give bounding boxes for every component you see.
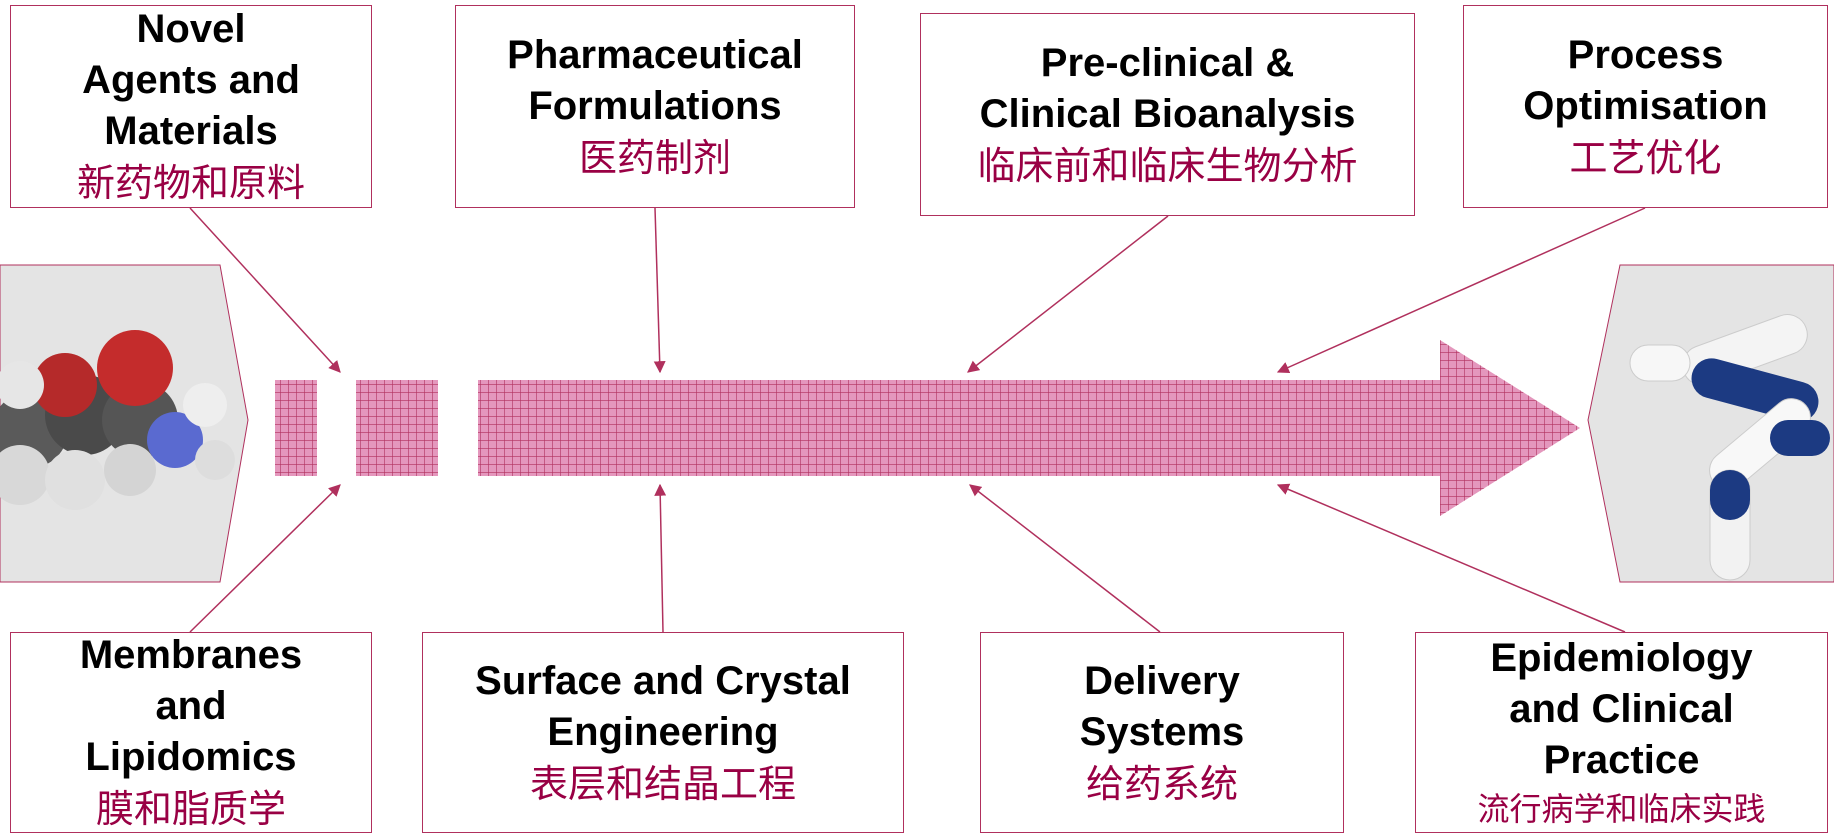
molecule-image — [0, 264, 249, 583]
box-novel-agents: Novel Agents and Materials 新药物和原料 — [10, 5, 372, 208]
box-bioanalysis: Pre-clinical & Clinical Bioanalysis 临床前和… — [920, 13, 1415, 216]
connector-line — [969, 484, 1161, 633]
pipeline-block-2 — [356, 380, 438, 476]
box-title-zh: 给药系统 — [1085, 761, 1238, 806]
box-title-en: Novel Agents and Materials — [82, 7, 300, 153]
box-process-optimisation: Process Optimisation 工艺优化 — [1463, 5, 1828, 208]
box-title-en: Process Optimisation — [1523, 32, 1768, 128]
pipeline-block-1 — [275, 380, 317, 476]
connector-line — [189, 484, 341, 633]
connector-line — [1276, 207, 1646, 374]
box-title-zh: 临床前和临床生物分析 — [977, 143, 1358, 188]
box-title-zh: 表层和结晶工程 — [529, 761, 796, 806]
box-title-zh: 流行病学和临床实践 — [1477, 790, 1766, 828]
connector-line — [189, 207, 341, 373]
box-title-zh: 工艺优化 — [1569, 135, 1722, 180]
box-surface-crystal: Surface and Crystal Engineering 表层和结晶工程 — [422, 632, 904, 833]
box-pharmaceutical-formulations: Pharmaceutical Formulations 医药制剂 — [455, 5, 855, 208]
box-title-en: Membranes and Lipidomics — [79, 633, 303, 779]
pipeline-arrow — [478, 340, 1580, 516]
capsules-image — [1587, 264, 1834, 583]
connector-line — [967, 215, 1169, 373]
box-epidemiology: Epidemiology and Clinical Practice 流行病学和… — [1415, 632, 1828, 833]
box-title-en: Surface and Crystal Engineering — [475, 658, 851, 754]
box-delivery-systems: Delivery Systems 给药系统 — [980, 632, 1344, 833]
box-title-en: Pharmaceutical Formulations — [507, 32, 803, 128]
box-title-en: Pre-clinical & Clinical Bioanalysis — [979, 40, 1356, 136]
connector-line — [654, 483, 667, 633]
connector-line — [653, 207, 666, 374]
box-title-zh: 新药物和原料 — [76, 161, 305, 205]
box-title-zh: 膜和脂质学 — [95, 787, 286, 831]
box-title-zh: 医药制剂 — [578, 135, 731, 180]
box-title-en: Delivery Systems — [1079, 658, 1245, 754]
box-membranes-lipidomics: Membranes and Lipidomics 膜和脂质学 — [10, 632, 372, 833]
box-title-en: Epidemiology and Clinical Practice — [1490, 636, 1753, 782]
connector-line — [1276, 483, 1626, 633]
